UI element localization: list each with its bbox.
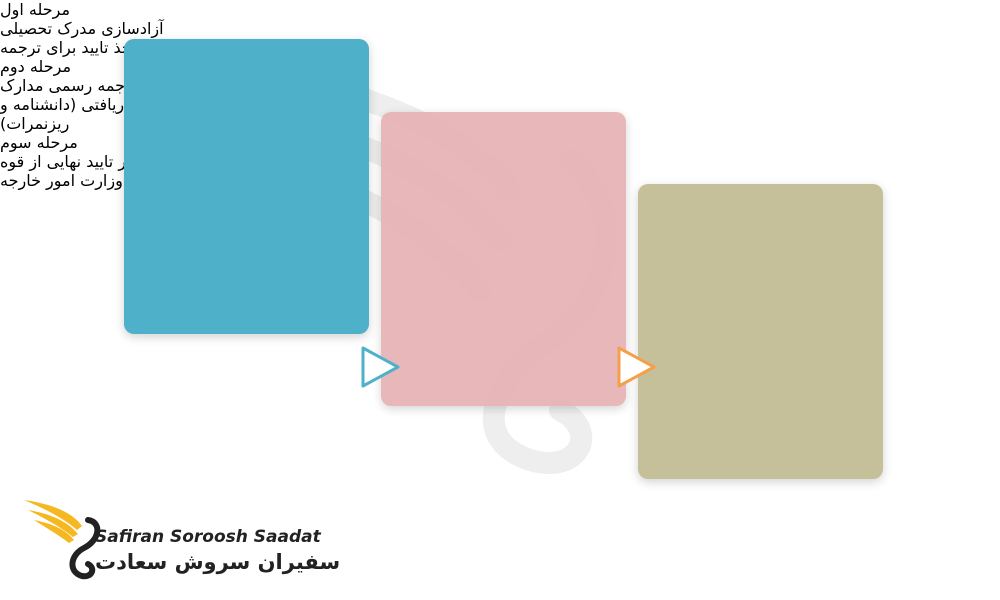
step-1-text: آزادسازی مدرک تحصیلی و اخذ تایید برای تر… <box>0 19 164 57</box>
step-card-3 <box>638 184 883 479</box>
step-card-1 <box>124 39 369 334</box>
play-triangle-icon <box>361 346 400 388</box>
brand-name-persian: سفیران سروش سعادت <box>95 550 341 574</box>
brand-name-english: Safiran Soroosh Saadat <box>95 527 321 547</box>
step-2-stage-label: مرحله دوم <box>0 57 72 76</box>
winged-swan-logo <box>24 500 101 580</box>
step-3-stage-label: مرحله سوم <box>0 133 78 152</box>
play-triangle-icon <box>617 346 656 388</box>
step-1-stage-label: مرحله اول <box>0 0 71 19</box>
step-2-text: ترجمه رسمی مدارک دریافتی (دانشنامه و ریز… <box>0 76 139 133</box>
step-card-2 <box>381 112 626 406</box>
